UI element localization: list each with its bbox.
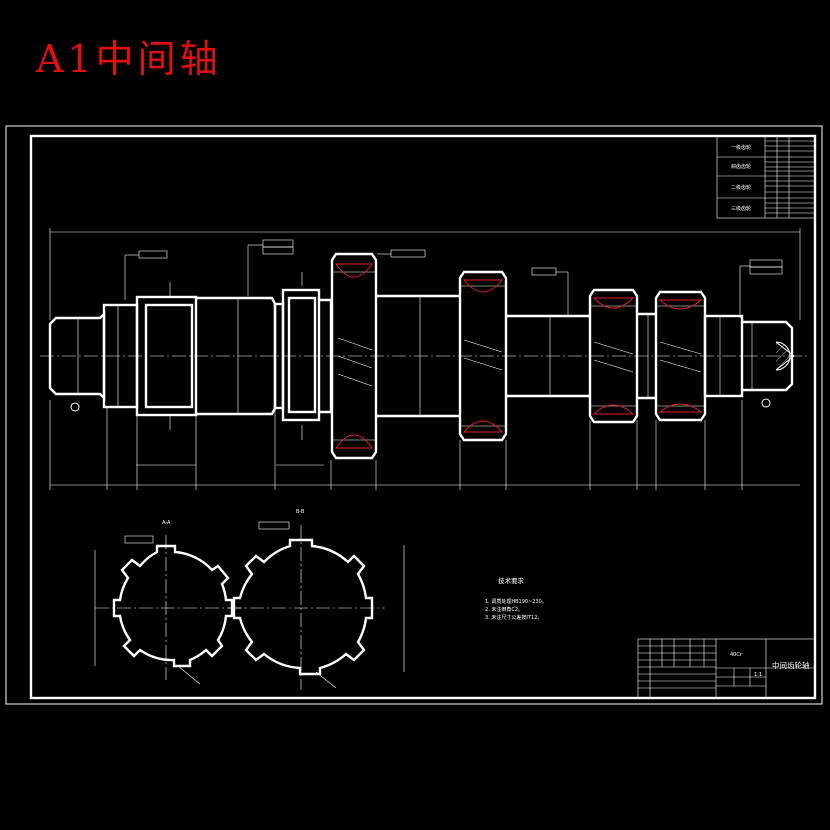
center-hole-detail (775, 341, 795, 371)
gear-helix-lines (332, 271, 705, 441)
outer-border (5, 125, 823, 705)
gear-table-row-2: 斜齿齿轮 (731, 163, 751, 170)
title-block-part-name: 中间齿轮轴 (772, 660, 810, 670)
tolerance-frames (124, 239, 783, 318)
tech-requirement-1: 1. 调质处理HB190~230。 (485, 598, 547, 605)
tech-requirement-3: 3. 未注尺寸公差按IT12。 (485, 614, 542, 621)
section-markers (136, 272, 324, 466)
title-block-material: 40Cr (730, 652, 743, 658)
datum-symbols (70, 398, 771, 412)
title-block-scale: 1:1 (754, 672, 762, 678)
inner-border (29, 134, 817, 700)
tooth-section-hatch (335, 263, 703, 449)
shaft-profile (48, 252, 794, 460)
section-label-aa: A-A (162, 520, 171, 526)
section-label-bb: B-B (296, 509, 305, 515)
gear-table-row-1: 一级齿轮 (731, 144, 751, 151)
diameter-dimensions (77, 296, 753, 416)
section-a-a (94, 535, 245, 685)
drawing-title: A1中间轴 (36, 37, 222, 81)
gear-table-row-4: 三级齿轮 (731, 205, 751, 212)
gear-parameter-table (716, 135, 816, 219)
section-b-b (228, 521, 405, 690)
tech-requirement-2: 2. 未注倒角C2。 (485, 606, 523, 613)
title-block (637, 638, 816, 699)
bottom-dimension-chain (49, 400, 800, 490)
overall-dimension (49, 228, 801, 320)
tech-requirements-heading: 技术要求 (498, 576, 525, 585)
gear-table-row-3: 二级齿轮 (731, 184, 751, 191)
